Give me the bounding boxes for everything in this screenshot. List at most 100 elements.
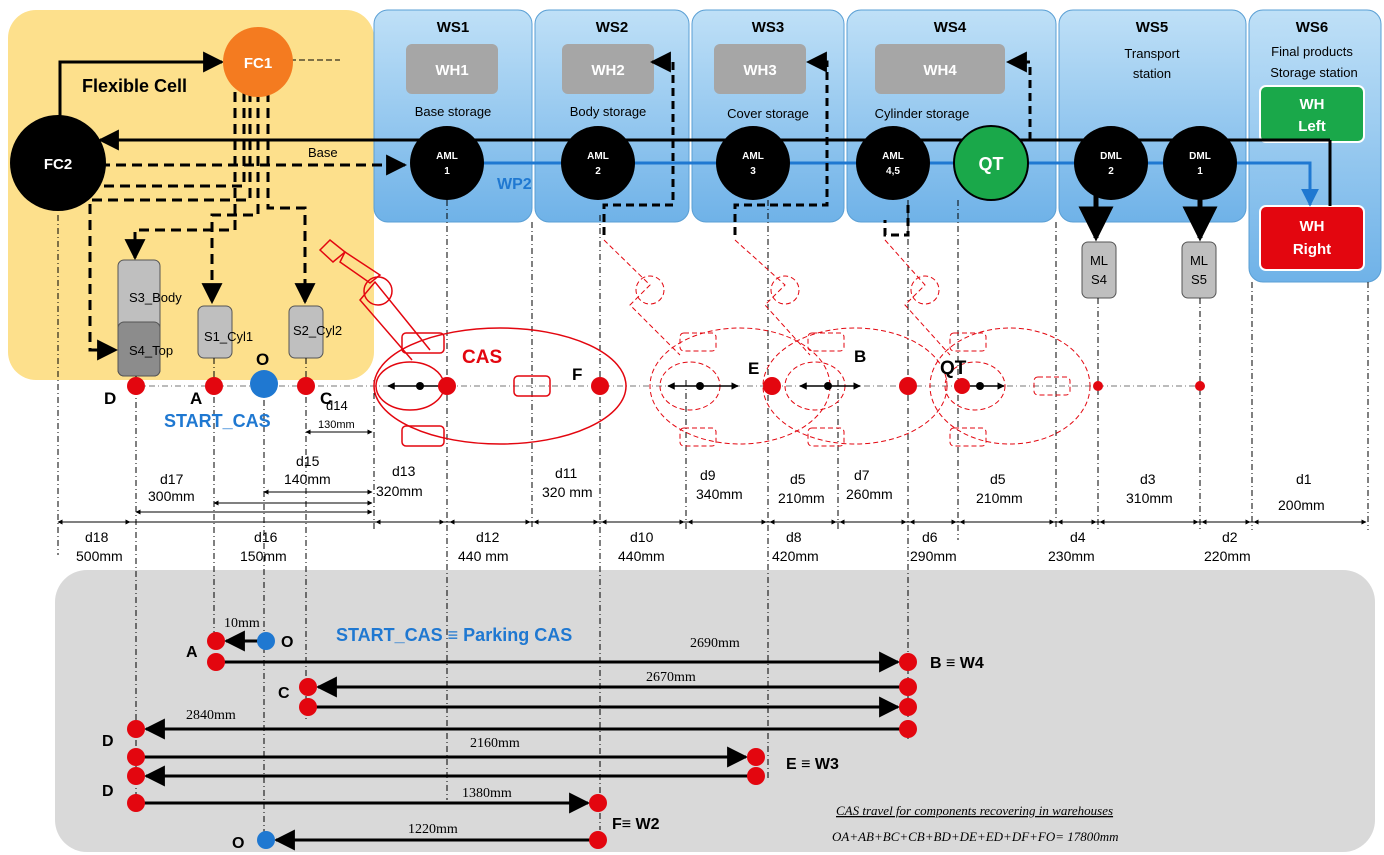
svg-text:d13: d13 (392, 463, 416, 479)
dml2-top: DML (1100, 151, 1122, 162)
label-b: B (854, 347, 866, 366)
wh4-label: WH4 (923, 62, 957, 79)
label-o: O (256, 350, 269, 369)
aml2-bottom: 2 (595, 166, 601, 177)
label-e: E (748, 359, 759, 378)
aml2-to-wh2 (602, 51, 675, 235)
ws6-subtitle2: Storage station (1270, 65, 1357, 80)
travel-label-c: C (278, 685, 290, 702)
mls5-line2: S5 (1191, 272, 1207, 287)
svg-text:130mm: 130mm (318, 419, 355, 431)
svg-text:d8: d8 (786, 529, 802, 545)
fc1-to-s2 (266, 92, 316, 305)
svg-text:420mm: 420mm (772, 548, 819, 564)
aml3-node (716, 126, 790, 200)
flexible-cell-label: Flexible Cell (82, 76, 187, 96)
wh-left-line1: WH (1300, 96, 1325, 113)
point-a (205, 377, 223, 395)
s3-label: S3_Body (129, 290, 182, 305)
aml3-to-wh3 (733, 51, 829, 235)
label-c: C (320, 389, 332, 408)
fc2-node (10, 115, 106, 211)
svg-text:d6: d6 (922, 529, 938, 545)
travel-label-o: O (281, 634, 293, 651)
bd-dist: 2840mm (186, 708, 236, 723)
svg-text:d17: d17 (160, 471, 184, 487)
svg-text:320 mm: 320 mm (542, 484, 593, 500)
ab-dist: 2690mm (690, 636, 740, 651)
aml1-bottom: 1 (444, 166, 450, 177)
dml2-node (1074, 126, 1148, 200)
dml2-bottom: 2 (1108, 166, 1114, 177)
fc1-label: FC1 (244, 55, 272, 72)
wp2-drop (1240, 161, 1319, 207)
svg-text:220mm: 220mm (1204, 548, 1251, 564)
svg-text:d12: d12 (476, 529, 500, 545)
fc1-to-s3 (124, 92, 237, 261)
ws3-storage: Cover storage (727, 106, 809, 121)
fo-dist: 1220mm (408, 822, 458, 837)
fc1-to-s1 (201, 92, 260, 305)
mls4-box (1081, 241, 1117, 299)
ws6-title: WS6 (1296, 19, 1329, 36)
wh3-label: WH3 (743, 62, 776, 79)
travel-diagram: START_CAS ≡ Parking CAS 10mm O A 2690mm … (102, 616, 1119, 852)
label-a: A (190, 389, 202, 408)
start-cas-label: START_CAS (164, 411, 271, 431)
point-e (763, 377, 781, 395)
wh3-box (714, 44, 806, 94)
ws1-title: WS1 (437, 19, 470, 36)
s1-label: S1_Cyl1 (204, 329, 253, 344)
svg-text:210mm: 210mm (976, 490, 1023, 506)
aml1-node (410, 126, 484, 200)
svg-text:d2: d2 (1222, 529, 1238, 545)
wh2-label: WH2 (591, 62, 624, 79)
svg-text:210mm: 210mm (778, 490, 825, 506)
dml1-bottom: 1 (1197, 166, 1203, 177)
travel-label-o2: O (232, 835, 244, 852)
aml1-top: AML (436, 151, 458, 162)
oa-dist: 10mm (224, 616, 260, 631)
base-flow-label: Base (308, 145, 338, 160)
svg-text:310mm: 310mm (1126, 490, 1173, 506)
travel-label-d1: D (102, 733, 114, 750)
svg-text:d5: d5 (790, 471, 806, 487)
svg-text:d18: d18 (85, 529, 109, 545)
ws5-subtitle1: Transport (1124, 46, 1180, 61)
aml45-node (856, 126, 930, 200)
label-d: D (104, 389, 116, 408)
aml4-to-wh4 (1005, 51, 1032, 140)
dml1-node (1163, 126, 1237, 200)
reference-lines (57, 200, 1369, 840)
travel-caption: CAS travel for components recovering in … (836, 803, 1113, 818)
ws5-subtitle2: station (1133, 66, 1171, 81)
flexible-cell-zone (8, 10, 374, 380)
ws3-title: WS3 (752, 19, 785, 36)
wh2-box (562, 44, 654, 94)
s1-box (197, 305, 233, 359)
svg-text:440 mm: 440 mm (458, 548, 509, 564)
svg-text:d4: d4 (1070, 529, 1086, 545)
wh4-box (875, 44, 1005, 94)
ws2-storage: Body storage (570, 104, 647, 119)
fc2-to-fc1 (58, 51, 225, 135)
wh-right-box (1259, 205, 1365, 271)
svg-text:d7: d7 (854, 467, 870, 483)
mls5-line1: ML (1190, 253, 1208, 268)
label-qt: QT (940, 358, 967, 379)
aml2-node (561, 126, 635, 200)
svg-text:320mm: 320mm (376, 483, 423, 499)
svg-text:440mm: 440mm (618, 548, 665, 564)
point-d (127, 377, 145, 395)
aml3-top: AML (742, 151, 764, 162)
s4-label: S4_Top (129, 343, 173, 358)
fc1-to-s4 (88, 92, 252, 361)
mls4-line2: S4 (1091, 272, 1107, 287)
wh1-label: WH1 (435, 62, 468, 79)
aml45-bottom: 4,5 (886, 166, 900, 177)
qt-node-label: QT (979, 154, 1004, 174)
point-f (591, 377, 609, 395)
cas-ghost-w4 (884, 239, 1091, 447)
ws4-title: WS4 (934, 19, 967, 36)
travel-formula: OA+AB+BC+CB+BD+DE+ED+DF+FO= 17800mm (832, 829, 1119, 844)
